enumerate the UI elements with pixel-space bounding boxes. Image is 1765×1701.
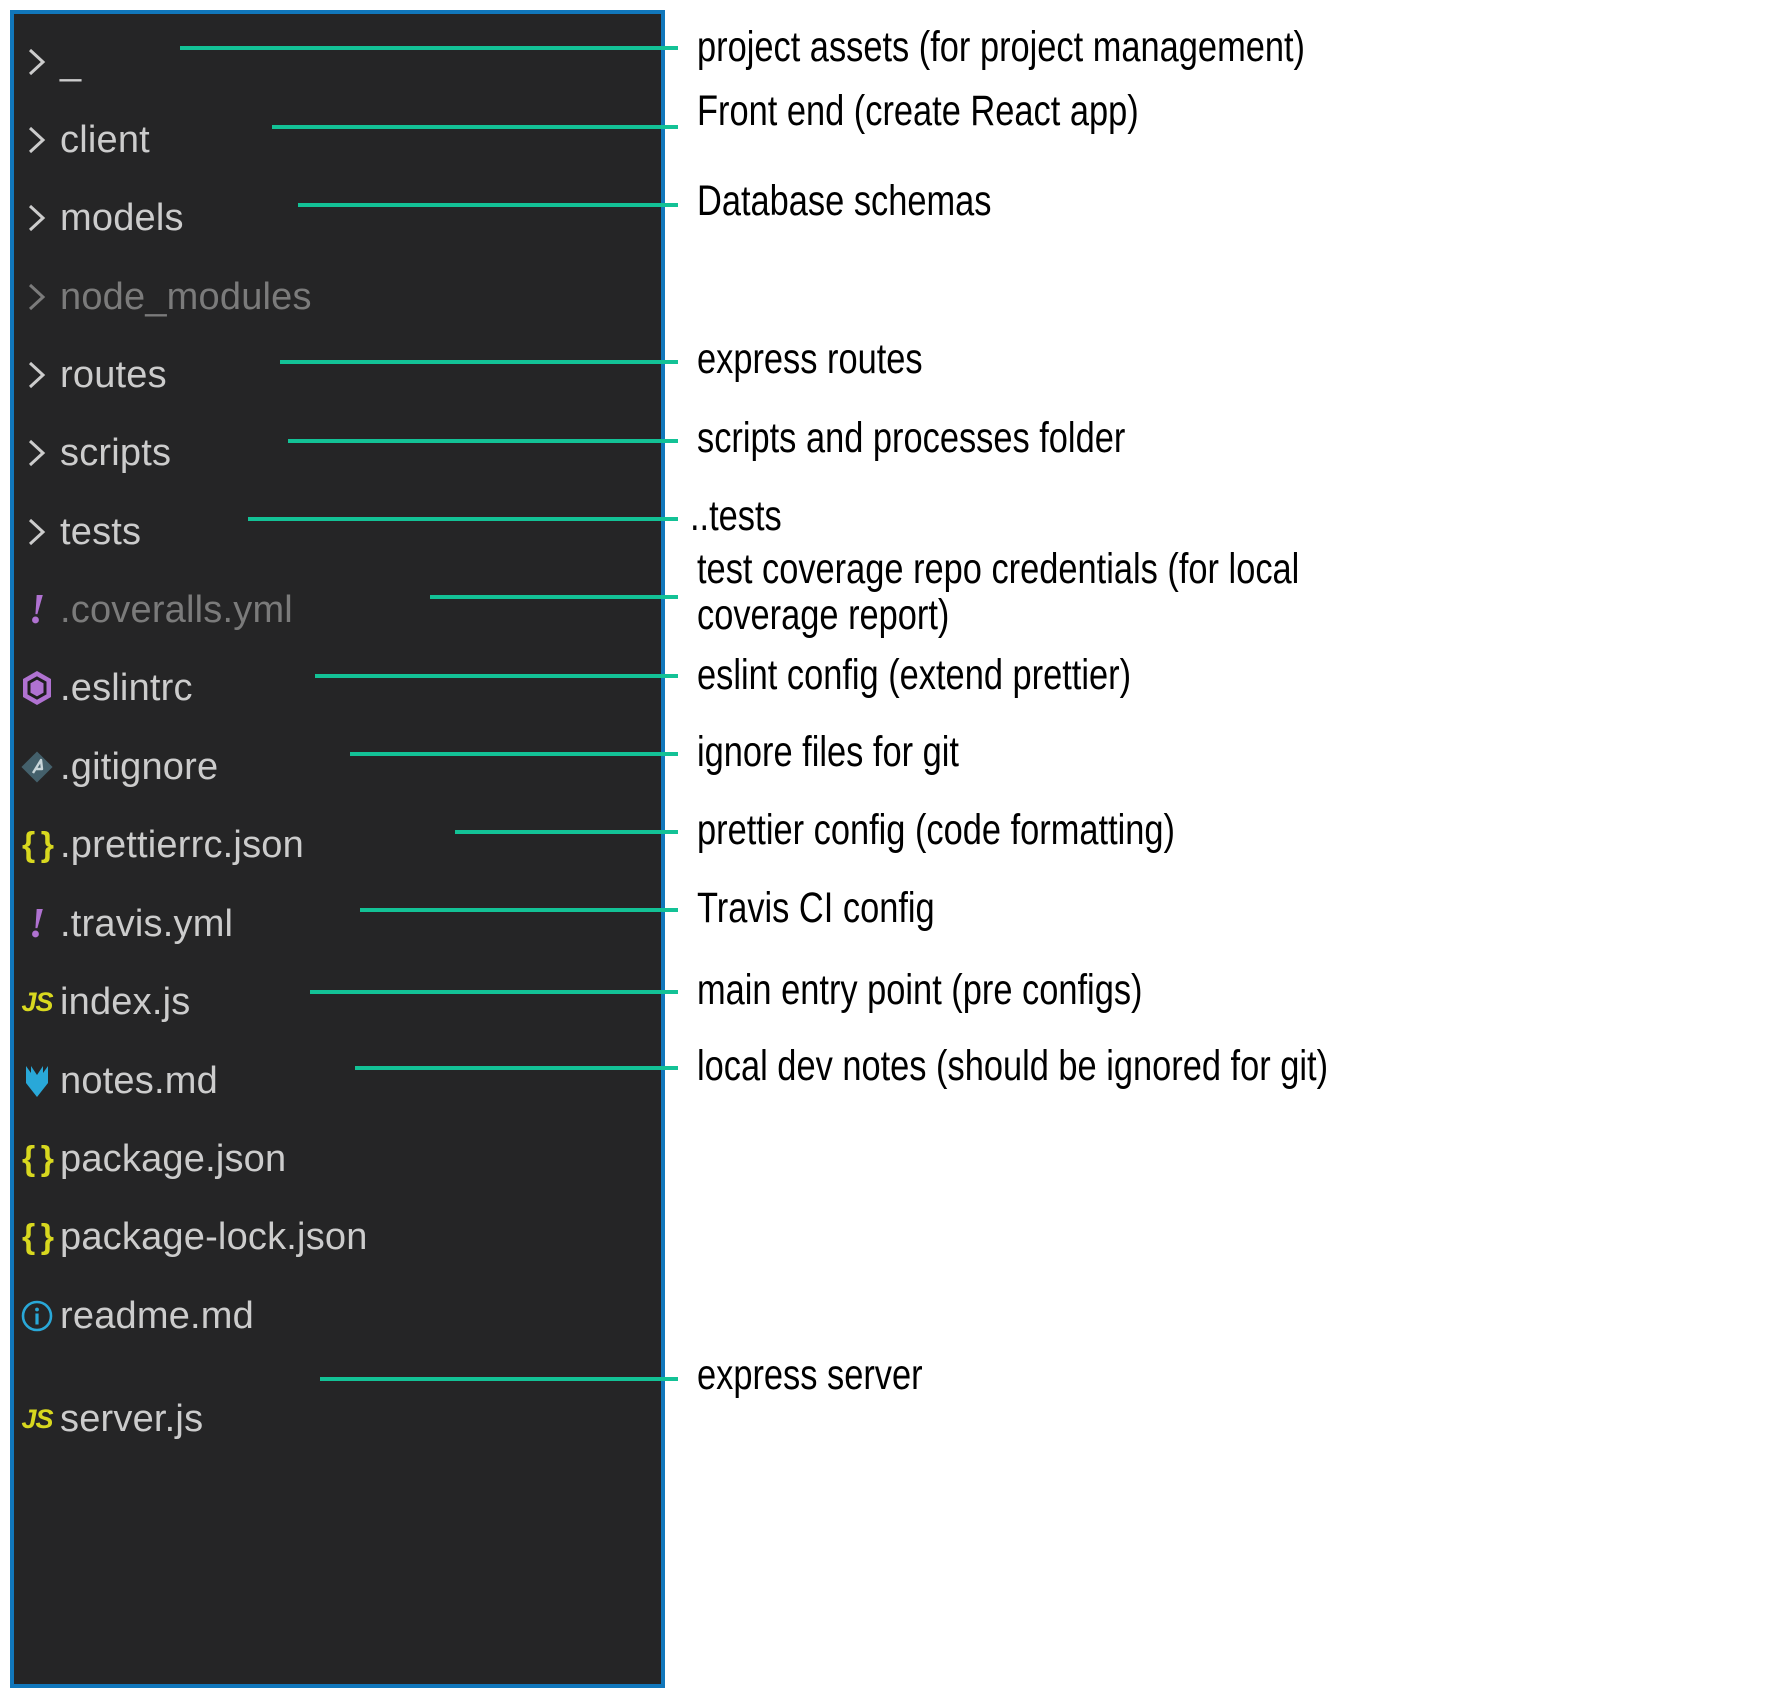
leader-line-server-js [320,1377,678,1381]
tree-item-package-lock-json[interactable]: { } package-lock.json [14,1211,368,1263]
json-braces-icon: { } [22,1140,54,1178]
tree-item-label: .prettierrc.json [60,823,304,866]
leader-line-coveralls-yml [430,595,678,599]
annotation-travis-yml: Travis CI config [697,884,935,932]
tree-item-label: models [60,196,184,239]
tree-item-node-modules[interactable]: node_modules [14,271,312,323]
leader-line-gitignore [350,752,678,756]
yaml-exclamation-icon: ! [28,587,46,633]
tree-item-label: .eslintrc [60,666,193,709]
annotation-coveralls-yml: test coverage repo credentials (for loca… [697,545,1300,639]
tree-item-label: tests [60,510,142,553]
tree-item-label: package-lock.json [60,1215,368,1258]
leader-line-prettierrc-json [455,830,678,834]
chevron-right-icon[interactable] [14,202,60,234]
tree-item-package-json[interactable]: { } package.json [14,1133,286,1185]
leader-line-tests [248,517,678,521]
chevron-right-icon[interactable] [14,516,60,548]
leader-line-index-js [310,990,678,994]
tree-item-coveralls-yml[interactable]: ! .coveralls.yml [14,584,293,636]
tree-item-gitignore[interactable]: .gitignore [14,741,218,793]
markdown-arrow-icon [14,1061,60,1101]
tree-item-server-js[interactable]: JS server.js [14,1393,203,1445]
tree-item-tests[interactable]: tests [14,506,141,558]
tree-item-travis-yml[interactable]: ! .travis.yml [14,898,233,950]
chevron-right-icon[interactable] [14,437,60,469]
leader-line-routes [280,360,678,364]
annotation-server-js: express server [697,1351,923,1399]
chevron-right-icon[interactable] [14,124,60,156]
annotation-notes-md: local dev notes (should be ignored for g… [697,1042,1329,1090]
tree-item-label: .coveralls.yml [60,588,293,631]
tree-item-label: package.json [60,1137,287,1180]
annotation-underscore: project assets (for project management) [697,23,1305,71]
js-icon: JS [21,1403,53,1434]
tree-item-label: client [60,118,150,161]
tree-item-label: routes [60,353,167,396]
json-braces-icon: { } [22,1218,54,1256]
chevron-right-icon[interactable] [14,359,60,391]
annotation-routes: express routes [697,335,923,383]
tree-item-models[interactable]: models [14,192,184,244]
info-circle-icon [14,1296,60,1336]
tree-item-client[interactable]: client [14,114,150,166]
annotation-scripts: scripts and processes folder [697,414,1126,462]
chevron-right-icon[interactable] [14,281,60,313]
yaml-exclamation-icon: ! [28,901,46,947]
tree-item-label: node_modules [60,275,312,318]
annotation-index-js: main entry point (pre configs) [697,966,1143,1014]
tree-item-label: readme.md [60,1294,254,1337]
leader-line-underscore [180,46,678,50]
annotation-prettierrc-json: prettier config (code formatting) [697,806,1175,854]
tree-item-routes[interactable]: routes [14,349,167,401]
file-tree: _ client models node_mo [14,14,661,1684]
tree-item-label: notes.md [60,1059,218,1102]
leader-line-notes-md [355,1066,678,1070]
tree-item-index-js[interactable]: JS index.js [14,976,190,1028]
js-icon: JS [21,986,53,1017]
leader-line-models [298,203,678,207]
leader-line-travis-yml [360,908,678,912]
tree-item-label: .travis.yml [60,902,234,945]
tree-item-label: _ [60,40,82,83]
leader-line-eslintrc [315,674,678,678]
tree-item-label: .gitignore [60,745,219,788]
tree-item-label: scripts [60,431,172,474]
chevron-right-icon[interactable] [14,46,60,78]
leader-line-scripts [288,439,678,443]
annotation-client: Front end (create React app) [697,87,1139,135]
tree-item-prettierrc-json[interactable]: { } .prettierrc.json [14,819,304,871]
leader-line-client [272,125,678,129]
tree-item-readme-md[interactable]: readme.md [14,1290,254,1342]
tree-item-underscore[interactable]: _ [14,36,81,88]
annotation-tests: ..tests [690,492,782,540]
eslint-icon [14,668,60,708]
json-braces-icon: { } [22,826,54,864]
tree-item-label: index.js [60,980,191,1023]
tree-item-scripts[interactable]: scripts [14,427,171,479]
tree-item-notes-md[interactable]: notes.md [14,1055,218,1107]
git-diamond-icon [14,747,60,787]
file-explorer-panel[interactable]: _ client models node_mo [10,10,665,1688]
tree-item-label: server.js [60,1397,204,1440]
annotation-gitignore: ignore files for git [697,728,959,776]
tree-item-eslintrc[interactable]: .eslintrc [14,662,193,714]
annotation-models: Database schemas [697,177,992,225]
annotation-eslintrc: eslint config (extend prettier) [697,651,1132,699]
